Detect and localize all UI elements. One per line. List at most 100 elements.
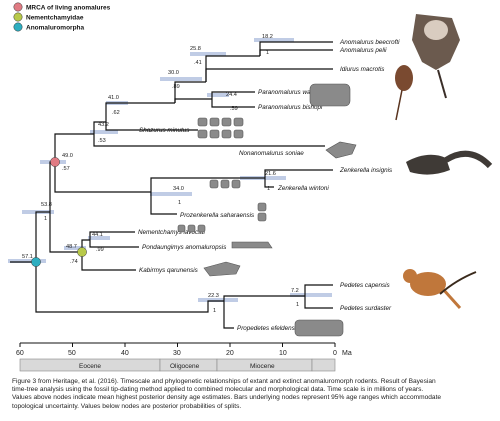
node-marker-anomaluromorpha (31, 257, 41, 267)
axis-tick-60: 60 (16, 350, 24, 357)
taxon-label-macrotis: Idiurus macrotis (340, 66, 385, 73)
node-age-paranomalurus: 24.4 (226, 92, 237, 98)
taxon-labels: Anomalurus beecrofti Anomalurus pelii Id… (138, 39, 400, 332)
anomalurus-illustration (412, 14, 460, 99)
fossil-images (177, 83, 357, 337)
zenkerella-illustration (406, 150, 493, 175)
node-prob-sub2: .62 (112, 110, 120, 116)
taxon-label-walkeri: Paranomalurus walkeri (258, 89, 323, 96)
taxon-label-bishopi: Paranomalurus bishopi (258, 104, 323, 111)
caption-line-3: Values above nodes indicate mean highest… (12, 394, 442, 402)
node-age-nement-sub: 44.1 (92, 232, 103, 238)
figure-caption: Figure 3 from Heritage, et al. (2016). T… (12, 378, 488, 411)
node-prob-anomalurus: 1 (266, 50, 269, 56)
axis-unit-label: Ma (342, 350, 352, 357)
taxon-label-pelii: Anomalurus pelii (339, 47, 387, 54)
node-age-nement: 48.7 (66, 244, 77, 250)
caption-line-1: Figure 3 from Heritage, et al. (2016). T… (12, 378, 436, 385)
node-age-anomalurus: 18.2 (262, 34, 273, 40)
node-age-sub3: 30.0 (168, 70, 179, 76)
axis-tick-40: 40 (121, 350, 129, 357)
node-age-mrca: 49.0 (62, 153, 73, 159)
hpd-bar-sub3 (160, 77, 202, 81)
hpd-bar-root (8, 259, 46, 263)
node-age-zenkerella: 21.6 (265, 171, 276, 177)
node-prob-zenkerella: 1 (267, 186, 270, 192)
epoch-label-miocene: Miocene (250, 363, 275, 370)
taxon-label-lavocati: Nementchamys lavocati (138, 229, 205, 236)
hpd-bar-nement (64, 246, 86, 250)
fossil-image-lavocati (177, 224, 206, 233)
time-axis: 60 50 40 30 20 10 0 Ma Eocene Oligocene … (16, 342, 352, 372)
taxon-label-beecrofti: Anomalurus beecrofti (339, 39, 400, 46)
legend-label-mrca: MRCA of living anomalures (26, 5, 111, 12)
node-marker-nementchamyidae (77, 247, 87, 257)
legend-dot-nementchamyidae (13, 12, 23, 22)
taxon-label-surdaster: Pedetes surdaster (340, 305, 392, 312)
node-prob-anom: 1 (44, 216, 47, 222)
fossil-image-anomaluropsis (231, 241, 273, 249)
hpd-bar-anom-idiurus (190, 52, 226, 56)
axis-tick-30: 30 (173, 350, 181, 357)
legend-dot-mrca (13, 2, 23, 12)
hpd-bar-sub1 (90, 130, 118, 134)
node-age-sub2: 41.0 (108, 95, 119, 101)
fossil-image-qarunensis (203, 261, 241, 277)
fossil-image-wintoni (209, 179, 241, 189)
animal-illustrations (395, 14, 493, 310)
taxon-label-efeldensis: Propedetes efeldensis (237, 325, 300, 332)
node-age-anom: 53.8 (41, 202, 52, 208)
node-prob-nement-sub: .99 (96, 247, 104, 253)
axis-tick-20: 20 (226, 350, 234, 357)
hpd-bar-nement-sub (88, 236, 110, 240)
fossil-image-walkeri (309, 83, 351, 107)
node-age-pedetes: 7.2 (291, 288, 299, 294)
node-age-zenkerellini: 34.0 (173, 186, 184, 192)
legend: MRCA of living anomalures Nementchamyida… (13, 2, 111, 32)
legend-label-nementchamyidae: Nementchamyidae (26, 15, 84, 22)
epoch-box-recent (311, 358, 336, 372)
fossil-image-saharaensis (257, 202, 267, 222)
fossil-image-efeldensis (294, 319, 344, 337)
tree-branches (10, 41, 333, 329)
axis-tick-10: 10 (279, 350, 287, 357)
node-prob-anom-idiurus: .41 (194, 60, 202, 66)
fossil-image-soniae (325, 141, 357, 159)
node-prob-sub3: .89 (172, 84, 180, 90)
hpd-bar-zenkerellini (150, 192, 192, 196)
node-labels: 57.1 53.8 1 49.0 .57 43.2 .53 41.0 .62 3… (22, 34, 299, 314)
caption-line-4: topological uncertainty. Values below no… (12, 402, 242, 410)
taxon-label-insignis: Zenkerella insignis (339, 167, 393, 174)
axis-tick-50: 50 (68, 350, 76, 357)
hpd-bar-pedetes (290, 293, 332, 297)
hpd-bar-pedetidae (198, 298, 238, 302)
node-marker-mrca (50, 157, 60, 167)
node-prob-paranomalurus: .59 (230, 106, 238, 112)
idiurus-illustration (395, 65, 413, 121)
epoch-label-eocene: Eocene (79, 363, 101, 370)
hpd-bar-anomalurus (254, 38, 294, 42)
caption-line-2: time-tree analysis using the fossil tip-… (12, 386, 424, 394)
node-prob-mrca: .57 (62, 166, 70, 172)
taxon-label-qarunensis: Kabirmys qarunensis (139, 267, 199, 274)
node-prob-nement: .74 (70, 259, 78, 265)
taxon-label-minutus: Shazurus minutus (139, 127, 190, 134)
legend-label-anomaluromorpha: Anomaluromorpha (26, 25, 85, 32)
node-age-pedetidae: 22.3 (208, 293, 219, 299)
node-prob-pedetidae: 1 (213, 308, 216, 314)
node-age-sub1: 43.2 (98, 122, 109, 128)
pedetes-illustration (403, 269, 477, 310)
taxon-label-capensis: Pedetes capensis (340, 282, 391, 289)
epoch-label-oligocene: Oligocene (170, 363, 200, 370)
taxon-label-anomaluropsis: Pondaungimys anomaluropsis (142, 244, 227, 251)
node-age-root: 57.1 (22, 254, 33, 260)
taxon-label-wintoni: Zenkerella wintoni (277, 185, 329, 192)
axis-tick-0: 0 (333, 350, 337, 357)
node-age-anom-idiurus: 25.8 (190, 46, 201, 52)
node-prob-sub1: .53 (98, 138, 106, 144)
taxon-label-saharaensis: Prozenkerella saharaensis (180, 212, 255, 219)
taxon-label-soniae: Nonanomalurus soniae (239, 150, 304, 157)
node-prob-pedetes: 1 (296, 302, 299, 308)
fossil-image-minutus (197, 117, 244, 139)
